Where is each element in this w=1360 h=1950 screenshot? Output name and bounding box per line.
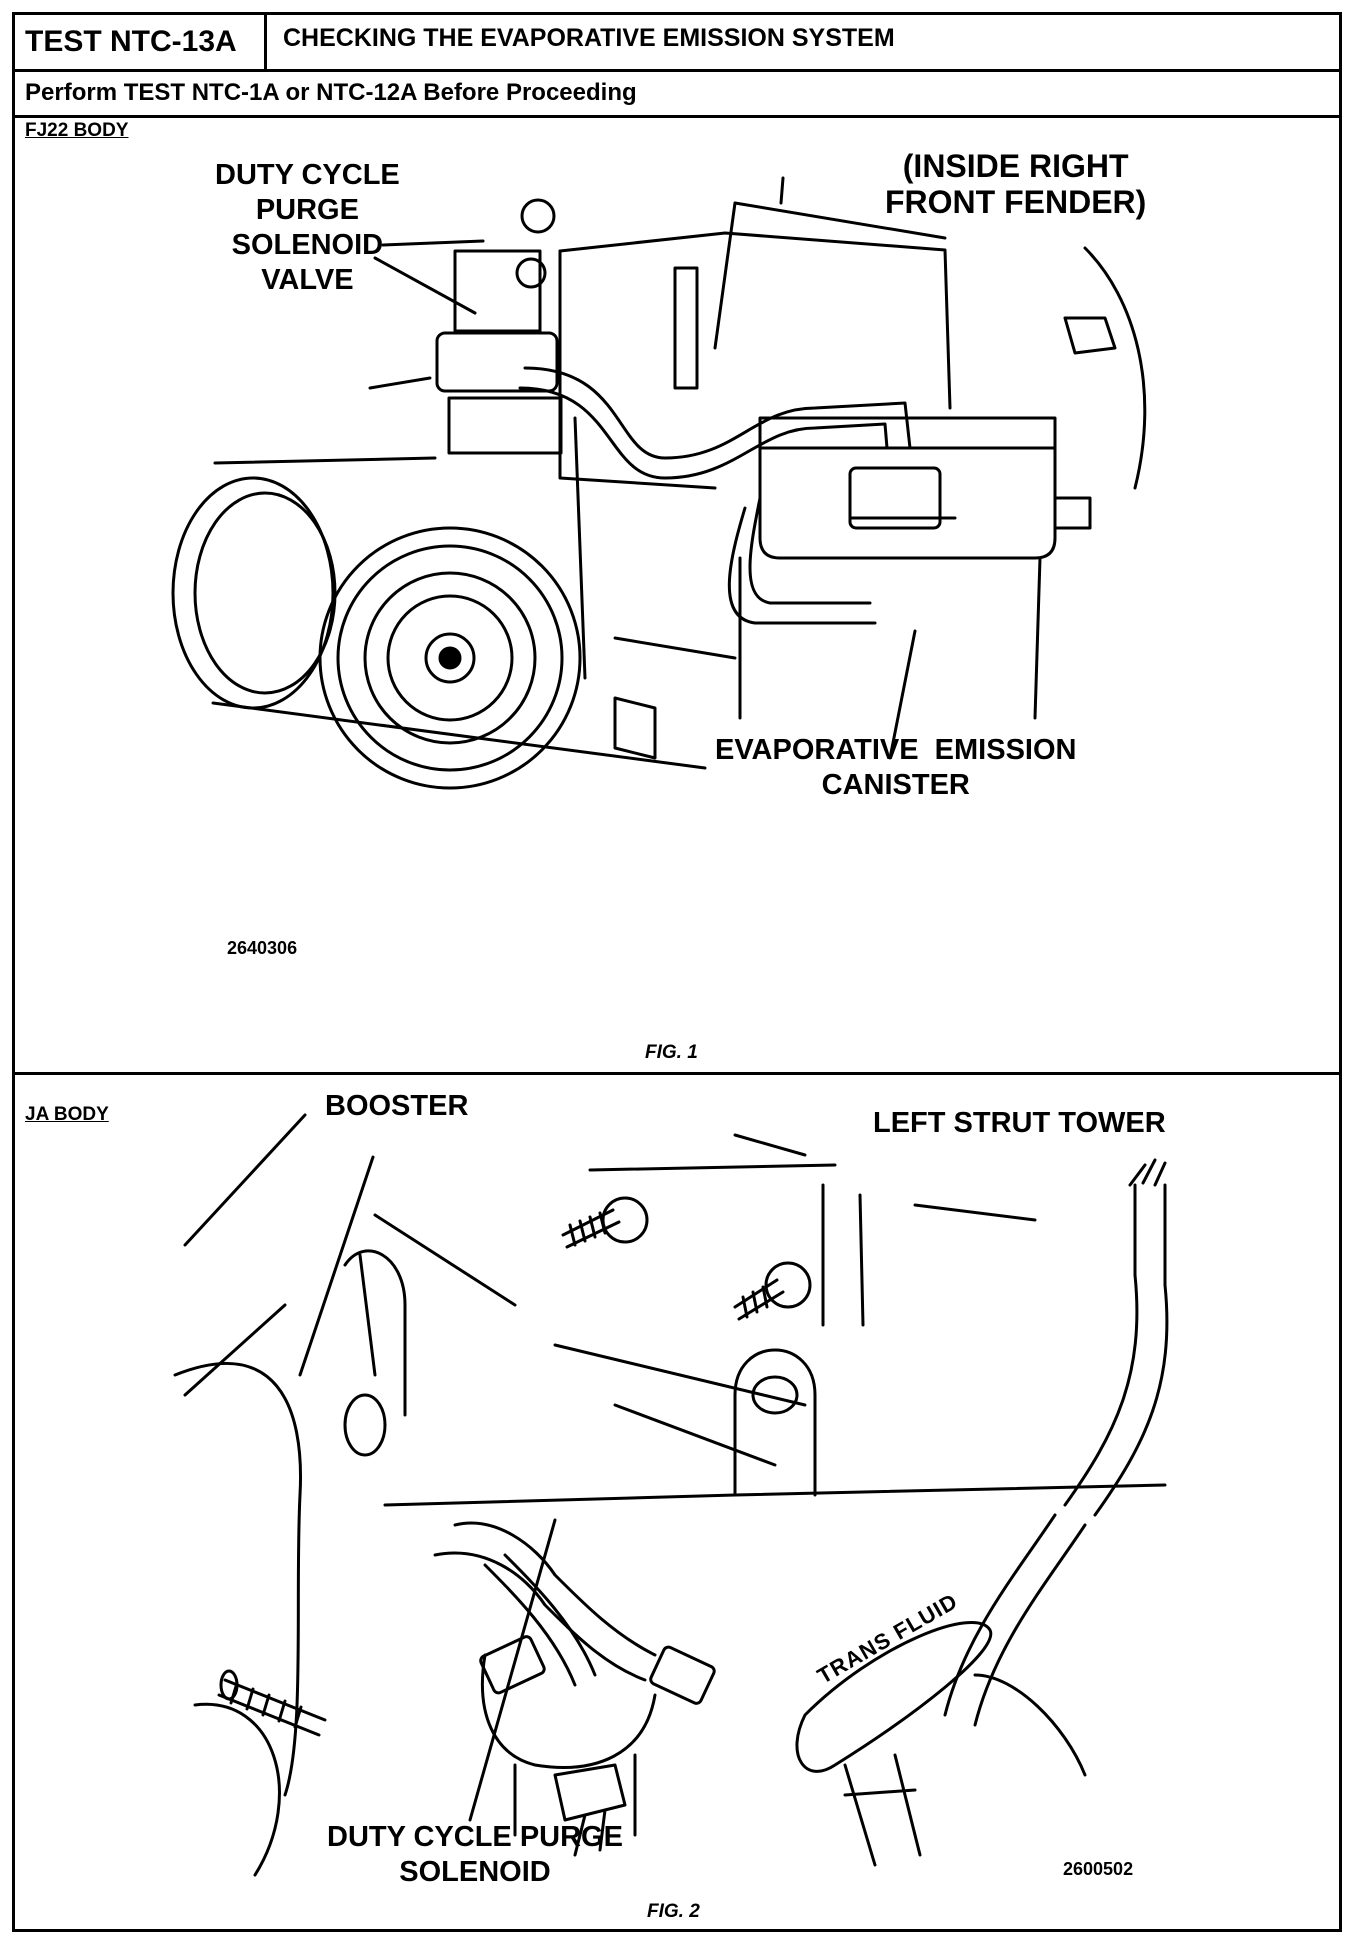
figure-2-body-label: JA BODY: [25, 1104, 109, 1125]
page-frame: TEST NTC-13A CHECKING THE EVAPORATIVE EM…: [12, 12, 1342, 1932]
callout-line: DUTY CYCLE: [215, 159, 400, 191]
figure-2-illustration: [15, 1075, 1339, 1929]
figure-1-caption: FIG. 1: [645, 1042, 698, 1063]
figure-1-body-label: FJ22 BODY: [25, 120, 129, 141]
figure-1-part-number: 2640306: [227, 938, 298, 958]
figure-1-panel: FJ22 BODY: [15, 118, 1339, 1075]
test-id: TEST NTC-13A: [15, 15, 267, 69]
callout-line: DUTY CYCLE PURGE: [327, 1821, 623, 1853]
callout-line: VALVE: [261, 264, 354, 296]
callout-booster: BOOSTER: [325, 1090, 469, 1122]
callout-line: EVAPORATIVE EMISSION: [715, 734, 1077, 766]
callout-left-strut-tower: LEFT STRUT TOWER: [873, 1107, 1166, 1139]
callout-duty-cycle-purge-solenoid: DUTY CYCLE PURGE SOLENOID: [327, 1820, 623, 1890]
callout-line: (INSIDE RIGHT: [902, 148, 1129, 184]
test-title: CHECKING THE EVAPORATIVE EMISSION SYSTEM: [283, 24, 895, 52]
header: TEST NTC-13A CHECKING THE EVAPORATIVE EM…: [15, 15, 1339, 72]
figure-1-illustration: [15, 118, 1339, 1073]
figure-2-part-number: 2600502: [1063, 1859, 1134, 1879]
callout-purge-solenoid-valve: DUTY CYCLE PURGE SOLENOID VALVE: [215, 158, 400, 298]
prerequisite-note: Perform TEST NTC-1A or NTC-12A Before Pr…: [15, 72, 1339, 118]
callout-line: FRONT FENDER): [885, 184, 1147, 220]
figure-2-panel: JA BODY: [15, 1075, 1339, 1929]
figure-2-caption: FIG. 2: [647, 1901, 700, 1922]
callout-evaporative-emission-canister: EVAPORATIVE EMISSION CANISTER: [715, 733, 1076, 803]
callout-line: SOLENOID: [399, 1856, 551, 1888]
callout-inside-right-front-fender: (INSIDE RIGHT FRONT FENDER): [885, 148, 1146, 220]
callout-line: CANISTER: [821, 769, 970, 801]
callout-line: SOLENOID: [231, 229, 384, 261]
callout-line: PURGE: [255, 194, 359, 226]
